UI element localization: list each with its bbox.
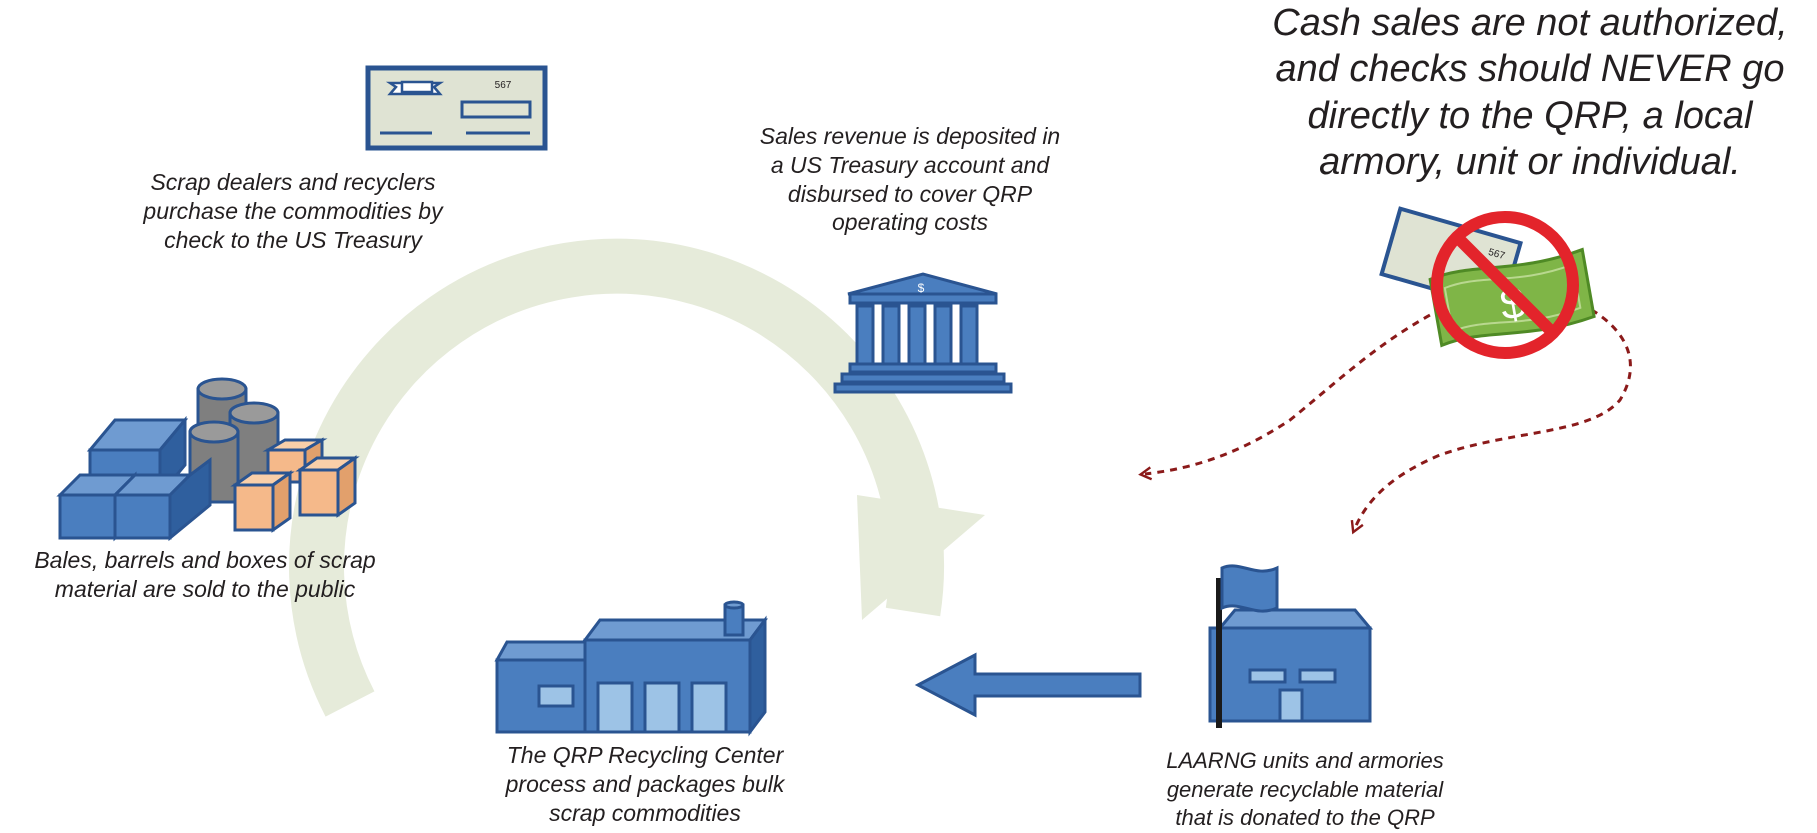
flow-arrow-left [914,652,1142,718]
no-cash-check-icon: 567 $ [1379,206,1596,359]
caption-line: process and packages bulk [505,770,785,797]
caption-bales: Bales, barrels and boxes of scrap materi… [5,546,405,604]
cycle-arrow [289,238,944,717]
caption-line: check to the US Treasury [164,226,422,253]
caption-laarng: LAARNG units and armories generate recyc… [1115,747,1495,833]
caption-line: a US Treasury account and [770,151,1050,178]
caption-line: LAARNG units and armories [1166,748,1444,773]
bank-dollar-symbol: $ [918,281,925,295]
scrap-materials-icon [56,377,360,542]
caption-recycling-center: The QRP Recycling Center process and pac… [465,741,825,827]
caption-line: scrap commodities [549,799,741,826]
armory-flag-icon [1208,564,1374,728]
warning-text: Cash sales are not authorized, and check… [1245,0,1815,185]
caption-line: generate recyclable material [1166,776,1444,802]
prohibition-circle [1431,211,1579,359]
cycle-arrow-head [857,495,985,620]
dotted-path-left [1138,296,1466,481]
warning-line: and checks should NEVER go [1275,48,1785,91]
crossed-check-number: 567 [1487,247,1506,262]
warning-line: Cash sales are not authorized, [1272,2,1788,44]
warning-line: armory, unit or individual. [1319,141,1741,184]
check-icon: 567 [365,65,548,151]
caption-scrap-dealers: Scrap dealers and recyclers purchase the… [128,168,458,254]
caption-line: Scrap dealers and recyclers [150,169,436,195]
caption-line: that is donated to the QRP [1175,805,1435,831]
caption-line: Bales, barrels and boxes of scrap [34,547,376,573]
bank-icon: $ [833,272,1013,394]
dotted-path-right [1350,296,1632,535]
caption-treasury: Sales revenue is deposited in a US Treas… [745,122,1075,237]
warning-line: directly to the QRP, a local [1307,94,1753,137]
caption-line: The QRP Recycling Center [506,742,784,768]
caption-line: Sales revenue is deposited in [759,123,1061,149]
caption-line: material are sold to the public [54,575,356,602]
caption-line: disbursed to cover QRP [787,180,1033,207]
caption-line: purchase the commodities by [143,197,443,224]
recycling-center-icon [494,600,768,737]
caption-line: operating costs [832,209,988,236]
check-number-label: 567 [495,80,512,91]
prohibition-slash [1452,232,1558,338]
